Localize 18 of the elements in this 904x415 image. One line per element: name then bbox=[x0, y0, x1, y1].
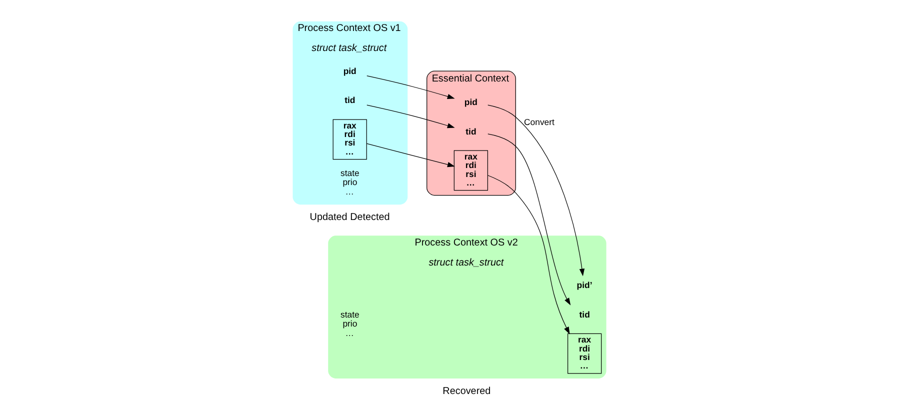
node-text: tid bbox=[579, 308, 590, 319]
node-box: rax rdi rsi … bbox=[332, 118, 367, 160]
arrow bbox=[488, 174, 570, 334]
node-box: rax rdi rsi … bbox=[568, 332, 602, 374]
node-text: tid bbox=[466, 126, 476, 136]
node-box: rax rdi rsi … bbox=[454, 150, 488, 190]
node-text: pid bbox=[464, 96, 478, 107]
arrow bbox=[366, 104, 455, 128]
arrow bbox=[366, 75, 455, 98]
node-text: pid bbox=[343, 66, 356, 76]
arrow bbox=[488, 104, 585, 276]
node-text: pid’ bbox=[576, 280, 592, 290]
node-label: Updated Detected bbox=[310, 211, 390, 222]
edge-label: Convert bbox=[524, 116, 554, 127]
node-label: Recovered bbox=[442, 385, 491, 396]
arrow bbox=[366, 142, 455, 167]
node-text: tid bbox=[344, 94, 356, 105]
arrow bbox=[488, 133, 571, 305]
